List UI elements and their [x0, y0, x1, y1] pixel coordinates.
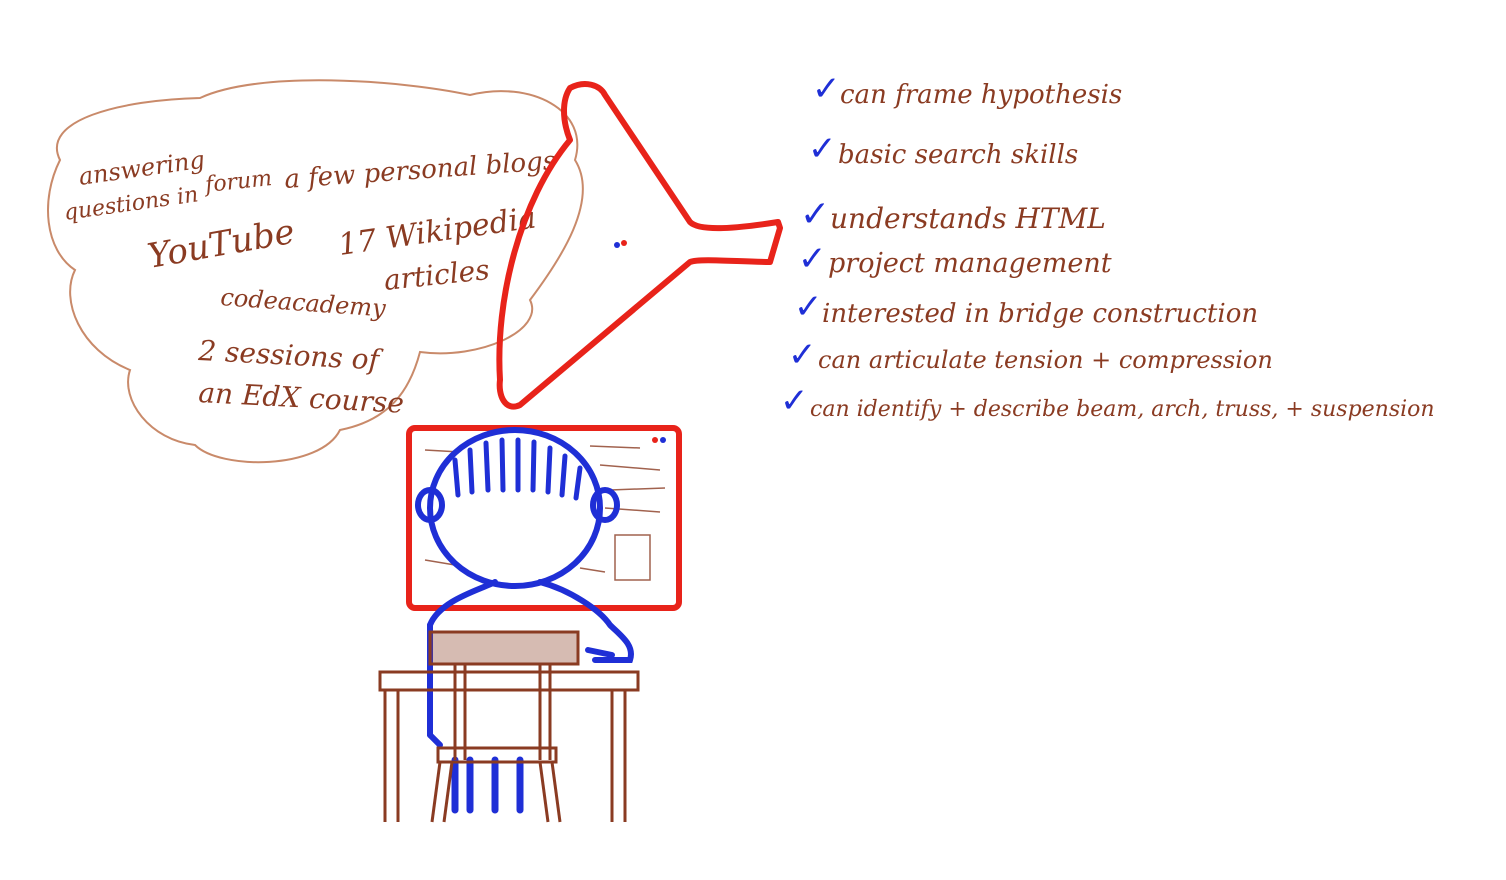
checkmark-icon: ✓ [800, 194, 830, 235]
cloud-sources: answering questions in forum a few perso… [62, 146, 557, 420]
desk-icon [378, 670, 640, 822]
source-wikipedia: 17 Wikipedia [336, 201, 538, 263]
skills-checklist: ✓ can frame hypothesis ✓ basic search sk… [780, 69, 1435, 422]
checkmark-icon: ✓ [794, 287, 823, 327]
skill-item: ✓ can frame hypothesis [812, 69, 1122, 110]
skill-item: ✓ basic search skills [808, 129, 1078, 170]
chair-icon [428, 630, 580, 823]
skill-item: ✓ project management [798, 239, 1112, 279]
skill-item: ✓ understands HTML [800, 194, 1106, 235]
source-edx-course: an EdX course [198, 376, 405, 420]
skill-item: ✓ interested in bridge construction [794, 287, 1258, 329]
checkmark-icon: ✓ [812, 69, 841, 109]
skill-label: basic search skills [838, 140, 1078, 170]
skill-label: can articulate tension + compression [818, 346, 1273, 374]
skill-label: can identify + describe beam, arch, trus… [810, 397, 1435, 422]
checkmark-icon: ✓ [788, 335, 817, 375]
person-icon [415, 427, 634, 814]
checkmark-icon: ✓ [780, 381, 809, 421]
skill-label: interested in bridge construction [822, 299, 1258, 329]
skill-label: understands HTML [830, 202, 1106, 235]
source-personal-blogs: a few personal blogs [283, 146, 557, 195]
source-forum: forum [202, 166, 273, 198]
skill-item: ✓ can articulate tension + compression [788, 335, 1273, 375]
source-articles: articles [382, 253, 491, 297]
source-youtube: YouTube [145, 212, 298, 277]
source-edx-sessions: 2 sessions of [197, 334, 385, 377]
source-codeacademy: codeacademy [220, 283, 387, 323]
skill-item: ✓ can identify + describe beam, arch, tr… [780, 381, 1435, 422]
checkmark-icon: ✓ [808, 129, 837, 169]
skill-label: can frame hypothesis [840, 80, 1122, 110]
thought-cloud [47, 79, 584, 464]
skill-label: project management [828, 248, 1112, 279]
checkmark-icon: ✓ [798, 239, 827, 279]
funnel-icon [496, 81, 783, 410]
